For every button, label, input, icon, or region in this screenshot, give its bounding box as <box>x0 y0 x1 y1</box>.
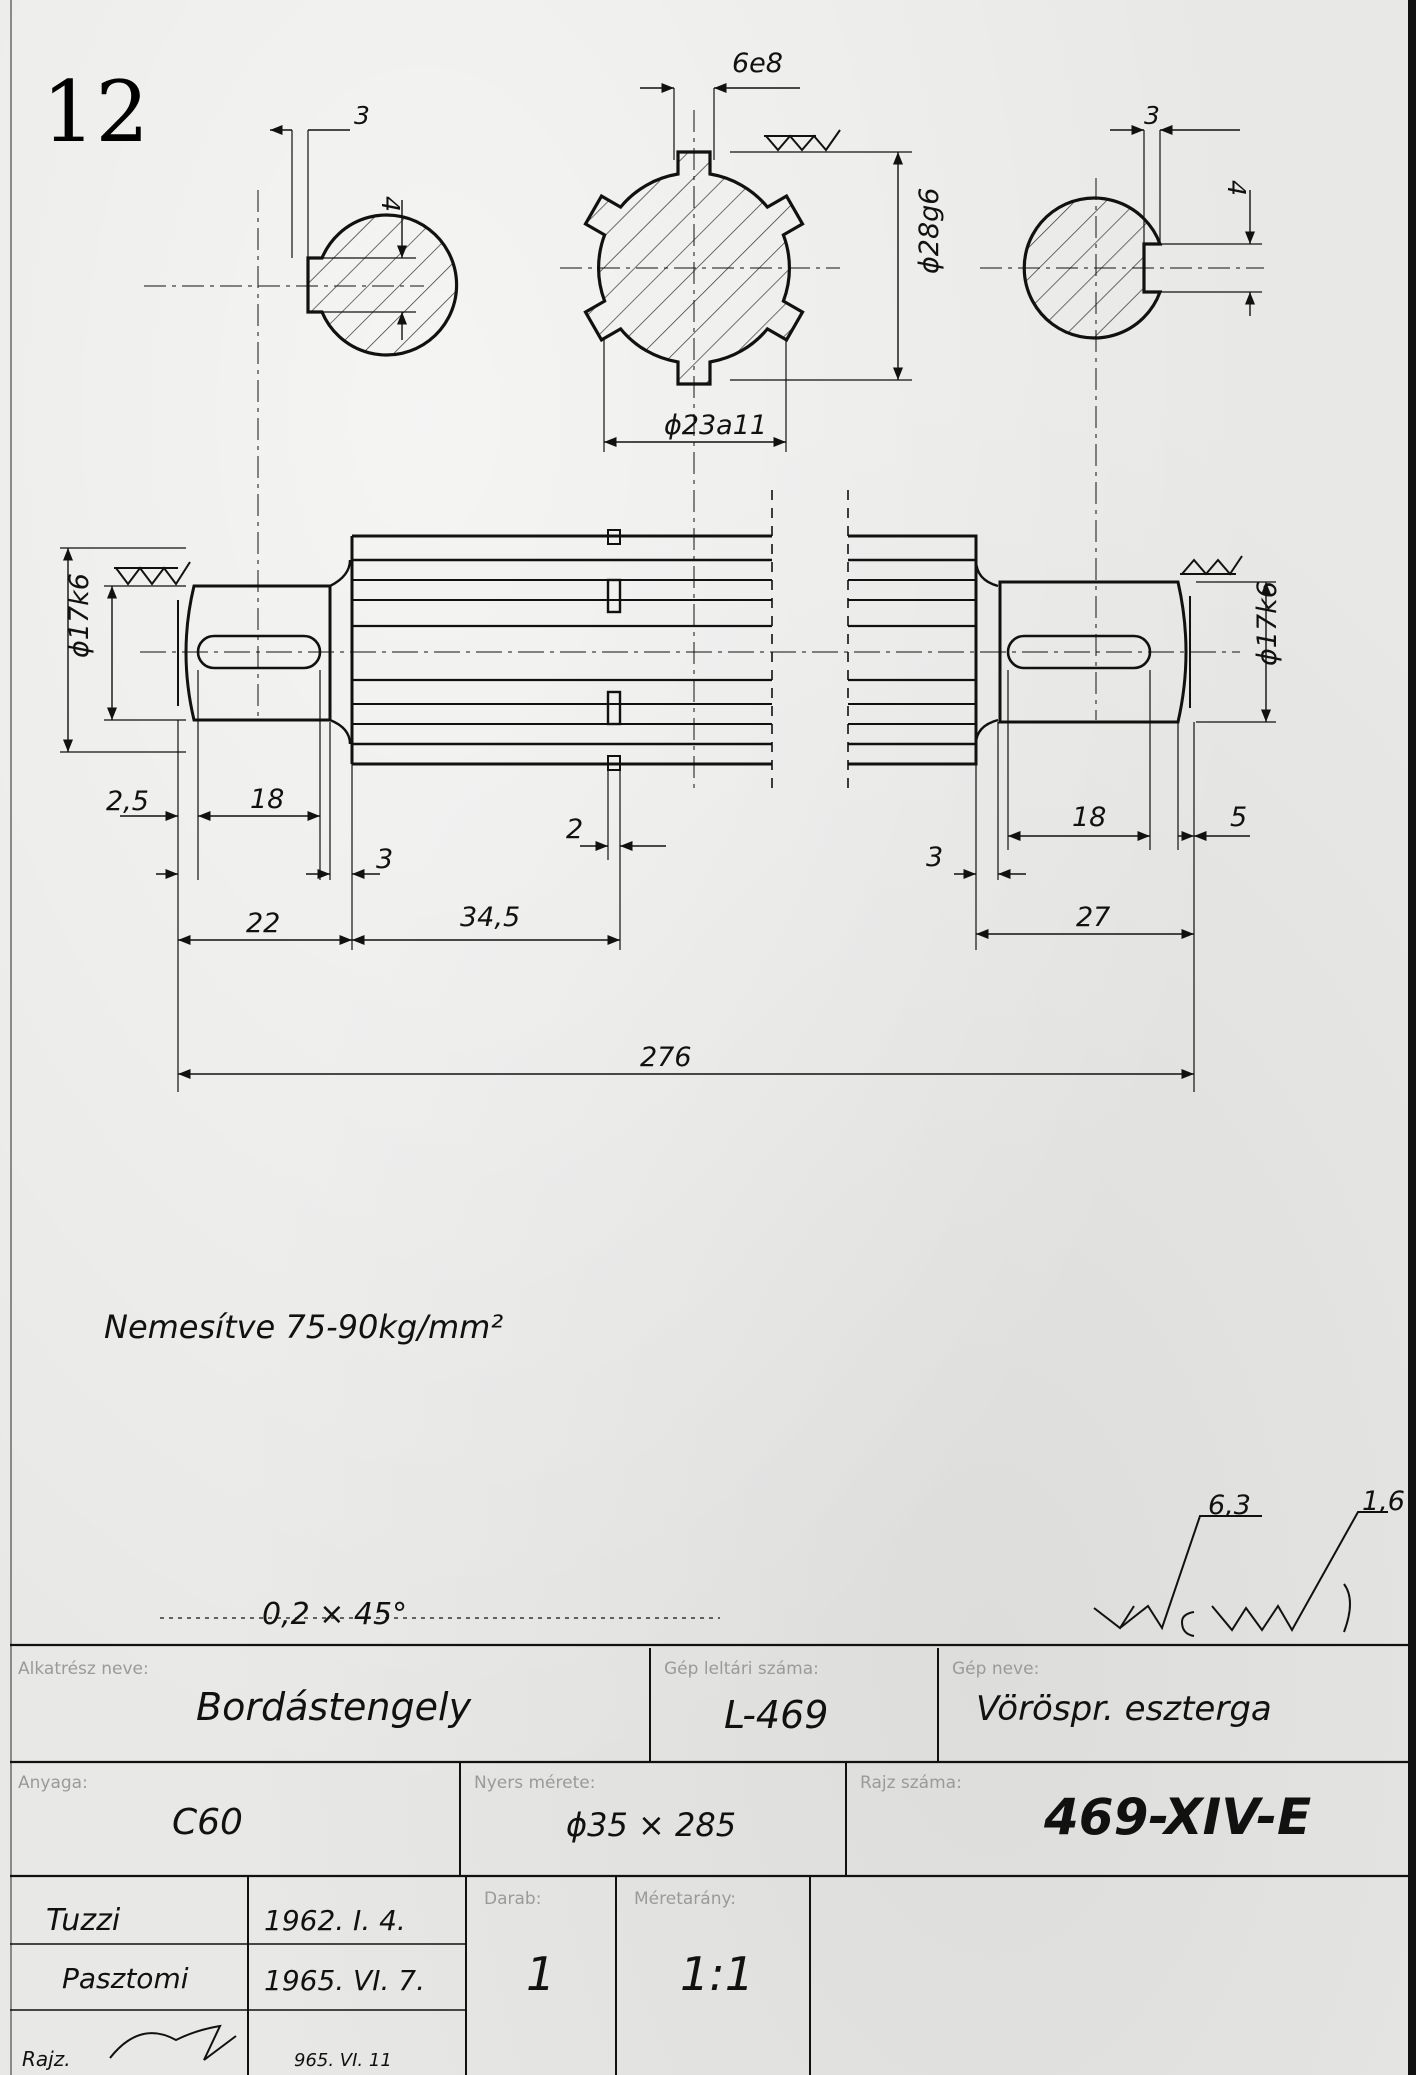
dim-key-depth-left: 4 <box>376 196 405 212</box>
dim-journal-len-right: 27 <box>1076 902 1110 933</box>
signature-approver-label: Rajz. <box>22 2047 71 2071</box>
title-block-frame <box>10 1511 1408 2075</box>
section-left-journal <box>144 124 459 720</box>
dim-journal-dia-right: ϕ17k6 <box>1252 581 1283 666</box>
dim-undercut-left: 3 <box>376 844 393 875</box>
date-designed: 1962. I. 4. <box>264 1904 406 1937</box>
roughness-value-b: 1,6 <box>1362 1486 1405 1517</box>
dim-overall-length: 276 <box>640 1042 692 1073</box>
roughness-value-a: 6,3 <box>1208 1490 1251 1521</box>
drawing-no-label: Rajz száma: <box>860 1773 962 1793</box>
dim-key-depth-right: 4 <box>1222 180 1251 196</box>
machine-id: L-469 <box>724 1693 828 1737</box>
drawing-number: 469-XIV-E <box>1043 1788 1311 1846</box>
signature-designer: Tuzzi <box>46 1903 121 1938</box>
signature-approver-mark <box>109 2024 237 2061</box>
notes: Nemesítve 75-90kg/mm² 0,2 × 45° 6,3 1,6 <box>104 1308 1405 1632</box>
dim-offset-5: 5 <box>1230 802 1247 833</box>
dimension-labels: 3 4 6e8 ϕ28g6 ϕ23a11 3 4 ϕ17k6 ϕ17k6 2,5… <box>64 48 1283 1073</box>
machine-name-label: Gép neve: <box>952 1659 1039 1679</box>
chamfer-note: 0,2 × 45° <box>262 1597 407 1632</box>
sheet-right-edge <box>1408 0 1416 2075</box>
signature-checker: Pasztomi <box>62 1962 189 1995</box>
page-number: 12 <box>42 63 149 161</box>
dim-key-width-left: 3 <box>354 101 370 130</box>
date-checked: 1965. VI. 7. <box>264 1964 425 1997</box>
dim-keyway-len-left: 18 <box>250 784 284 815</box>
section-spline <box>560 82 912 790</box>
dim-offset-2-5: 2,5 <box>106 786 149 817</box>
dim-journal-dia-left: ϕ17k6 <box>64 573 95 658</box>
dim-undercut-right: 3 <box>926 842 943 873</box>
dim-spline-inner-dia: ϕ23a11 <box>664 410 767 441</box>
heat-treatment-note: Nemesítve 75-90kg/mm² <box>104 1308 503 1346</box>
dim-groove-pos: 34,5 <box>460 902 520 933</box>
dim-key-width-right: 3 <box>1144 101 1160 130</box>
machine-id-label: Gép leltári száma: <box>664 1659 819 1679</box>
dim-spline-outer-dia: ϕ28g6 <box>914 188 945 274</box>
dim-spline-width: 6e8 <box>732 48 783 79</box>
scale: 1:1 <box>680 1947 754 2001</box>
part-name-label: Alkatrész neve: <box>18 1659 149 1679</box>
quantity: 1 <box>526 1947 555 2001</box>
blank-size-label: Nyers mérete: <box>474 1773 595 1793</box>
shaft-dimension-lines <box>60 547 1276 1092</box>
dim-journal-len-left: 22 <box>246 908 280 939</box>
dim-groove: 2 <box>566 814 583 845</box>
dim-keyway-len-right: 18 <box>1072 802 1106 833</box>
machine-name: Vöröspr. eszterga <box>976 1689 1272 1729</box>
sheet-left-edge <box>10 0 12 2075</box>
material: C60 <box>172 1802 243 1843</box>
title-block: Alkatrész neve: Bordástengely Gép leltár… <box>18 1659 1311 2071</box>
date-approved: 965. VI. 11 <box>294 2050 392 2071</box>
material-label: Anyaga: <box>18 1773 88 1793</box>
shaft-side-view <box>114 490 1243 790</box>
scale-label: Méretarány: <box>634 1889 736 1909</box>
part-name: Bordástengely <box>196 1685 472 1729</box>
blank-size: ϕ35 × 285 <box>566 1806 736 1844</box>
section-right-journal <box>980 124 1264 720</box>
quantity-label: Darab: <box>484 1889 541 1909</box>
